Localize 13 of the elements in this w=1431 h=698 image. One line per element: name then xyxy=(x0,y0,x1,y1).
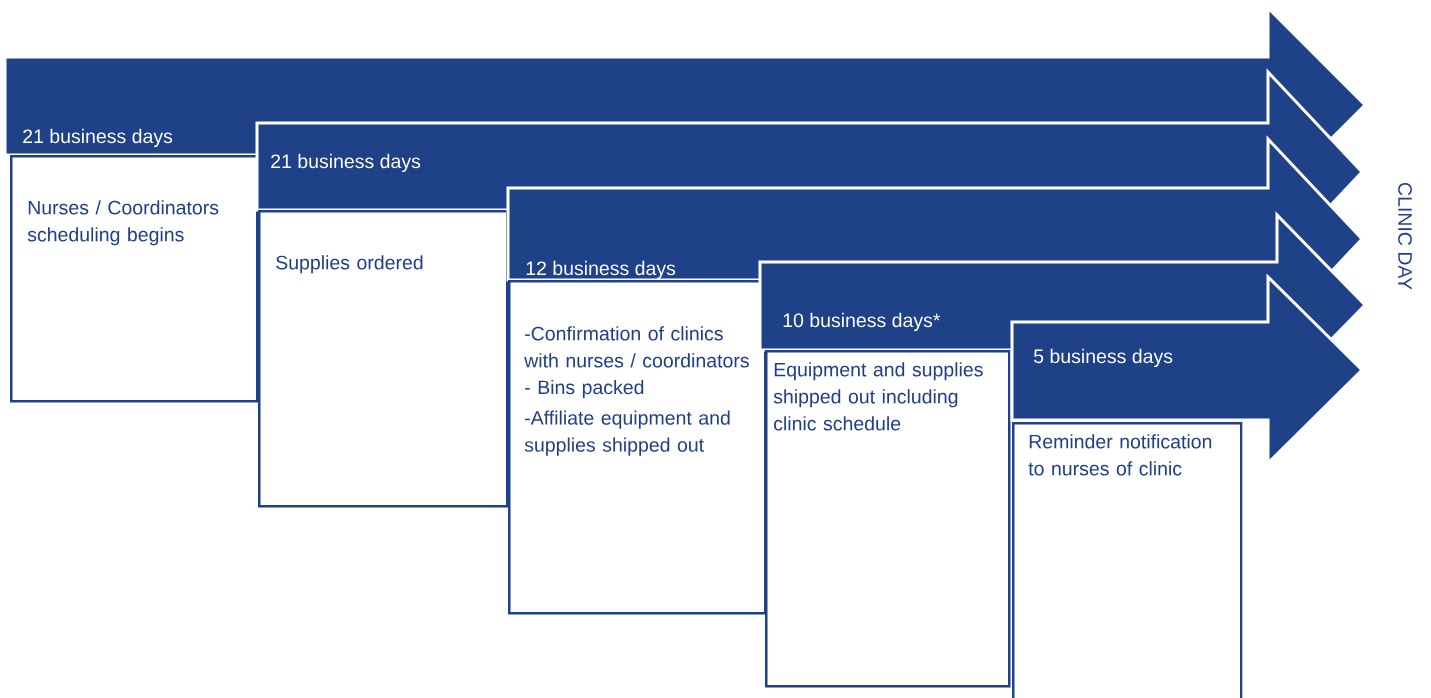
step-text: - Bins packed xyxy=(525,379,644,399)
step-text: Reminder notification to nurses of clinic xyxy=(1028,434,1212,476)
step-text: Nurses / Coordinators scheduling begins xyxy=(27,200,219,246)
step-text: Equipment and supplies shipped out including clinic schedule xyxy=(773,362,983,431)
step-box xyxy=(1012,422,1243,698)
step-box xyxy=(508,280,767,615)
step-text: -Affiliate equipment and supplies shipped out xyxy=(524,410,730,456)
step-text: Supplies ordered xyxy=(276,255,423,274)
step-text: -Confirmation of clinics with nurses / coordinators xyxy=(524,326,749,368)
step-box xyxy=(10,155,259,403)
step-box xyxy=(258,210,509,508)
end-label: CLINIC DAY xyxy=(1398,183,1412,290)
step-box xyxy=(765,350,1011,688)
